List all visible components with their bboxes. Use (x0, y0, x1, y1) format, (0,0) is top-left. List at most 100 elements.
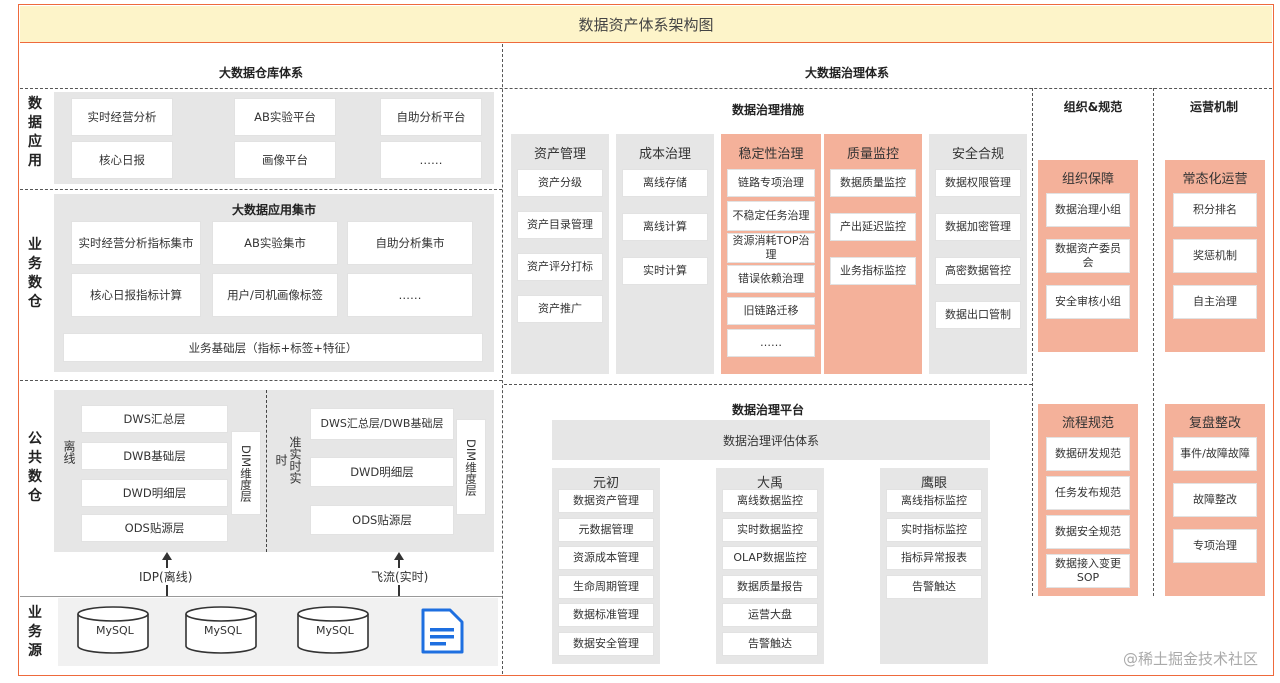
measure-column-title: 安全合规 (951, 147, 1004, 162)
divider-heading (20, 88, 1272, 89)
measures-heading: 数据治理措施 (731, 103, 804, 117)
org-group-item: 数据安全规范 (1047, 516, 1129, 548)
ops-group-item: 自主治理 (1174, 286, 1256, 318)
biz-item: AB实验集市 (213, 222, 337, 264)
divider-source (20, 596, 502, 597)
realtime-layer: DWS汇总层/DWB基础层 (311, 409, 453, 439)
measure-item: 资产评分打标 (518, 254, 602, 280)
biz-item: 核心日报指标计算 (72, 274, 200, 316)
measure-item: 数据权限管理 (936, 170, 1020, 196)
offline-dim-layer: DIM维度层 (232, 432, 260, 514)
measure-item: 离线存储 (623, 170, 707, 196)
tool-item: 元数据管理 (559, 518, 653, 541)
app-item: …… (381, 142, 481, 178)
tool-item: 离线指标监控 (887, 490, 981, 512)
tool-item: OLAP数据监控 (723, 547, 817, 569)
divider-offline-realtime (266, 390, 267, 552)
app-item: 实时经营分析 (72, 99, 172, 135)
tool-item: 数据标准管理 (559, 604, 653, 626)
source-label: 业务源 (28, 605, 42, 659)
measure-item: 实时计算 (623, 258, 707, 284)
diagram-title: 数据资产体系架构图 (20, 6, 1272, 43)
org-group-item: 数据资产委员会 (1047, 240, 1129, 272)
offline-layer: ODS贴源层 (82, 515, 227, 541)
warehouse-heading: 大数据仓库体系 (218, 66, 303, 80)
biz-item: 用户/司机画像标签 (213, 274, 337, 316)
org-group-title: 组织保障 (1061, 172, 1114, 187)
app-item: AB实验平台 (235, 99, 335, 135)
measure-item: 数据加密管理 (936, 214, 1020, 240)
tool-title: 大禹 (756, 476, 783, 491)
tool-item: 指标异常报表 (887, 547, 981, 569)
tool-item: 生命周期管理 (559, 575, 653, 598)
ops-group-title: 常态化运营 (1182, 172, 1248, 187)
measure-item: 数据质量监控 (831, 170, 915, 196)
ops-group-item: 积分排名 (1174, 194, 1256, 226)
offline-layer: DWB基础层 (82, 443, 227, 469)
measure-item: 链路专项治理 (728, 170, 814, 196)
realtime-layer: ODS贴源层 (311, 506, 453, 534)
org-group-item: 任务发布规范 (1047, 477, 1129, 509)
measure-item: 不稳定任务治理 (728, 202, 814, 230)
org-group-item: 数据接入变更SOP (1047, 555, 1129, 587)
biz-item: …… (348, 274, 472, 316)
tool-item: 运营大盘 (723, 604, 817, 626)
tool-item: 资源成本管理 (559, 547, 653, 569)
arrow-up-icon (162, 552, 172, 560)
public-label: 公共数仓 (28, 431, 42, 504)
measure-item: 旧链路迁移 (728, 298, 814, 324)
database-label: MySQL (96, 624, 134, 637)
measure-item: 资源消耗TOP治理 (728, 234, 814, 262)
document-icon (421, 608, 464, 654)
divider-apps (20, 189, 502, 190)
divider-org (1032, 88, 1033, 596)
measure-column-title: 质量监控 (846, 147, 899, 162)
ops-group-item: 专项治理 (1174, 530, 1256, 562)
measure-item: 业务指标监控 (831, 258, 915, 284)
tool-item: 告警触达 (723, 632, 817, 655)
divider-ops (1153, 88, 1154, 596)
governance-heading: 大数据治理体系 (804, 66, 889, 80)
measure-item: 资产分级 (518, 170, 602, 196)
org-group-item: 安全审核小组 (1047, 286, 1129, 318)
database-icon (297, 606, 369, 654)
measure-item: 资产目录管理 (518, 212, 602, 238)
app-item: 画像平台 (235, 142, 335, 178)
tool-title: 鹰眼 (920, 476, 947, 491)
measure-item: …… (728, 330, 814, 356)
tool-item: 告警触达 (887, 575, 981, 598)
measure-column-title: 稳定性治理 (738, 147, 804, 162)
measure-column-title: 资产管理 (533, 147, 586, 162)
platform-heading: 数据治理平台 (731, 403, 804, 417)
biz-label: 业务数仓 (28, 237, 42, 310)
watermark: @稀土掘金技术社区 (1122, 650, 1258, 668)
offline-layer: DWD明细层 (82, 480, 227, 506)
divider-measures (504, 384, 1032, 385)
arrow-up-icon (394, 552, 404, 560)
app-item: 自助分析平台 (381, 99, 481, 135)
ops-group-item: 事件/故障故障 (1174, 438, 1256, 470)
tool-item: 离线数据监控 (723, 490, 817, 512)
org-group-title: 流程规范 (1061, 416, 1114, 431)
tool-item: 数据资产管理 (559, 490, 653, 512)
ops-group-title: 复盘整改 (1188, 416, 1241, 431)
flow-right-label: 飞流(实时) (368, 568, 432, 585)
flow-left-label: IDP(离线) (136, 568, 196, 585)
database-icon (185, 606, 257, 654)
measure-item: 数据出口管制 (936, 302, 1020, 328)
org-group-item: 数据治理小组 (1047, 194, 1129, 226)
biz-item: 实时经营分析指标集市 (72, 222, 200, 264)
offline-label: 离线 (62, 440, 76, 464)
app-item: 核心日报 (72, 142, 172, 178)
database-icon (77, 606, 149, 654)
realtime-dim-layer: DIM维度层 (457, 420, 485, 514)
divider-biz (20, 380, 502, 381)
realtime-label: 准实时实时 (274, 436, 302, 484)
ops-group-item: 故障整改 (1174, 484, 1256, 516)
biz-item: 自助分析集市 (348, 222, 472, 264)
biz-base-layer: 业务基础层（指标+标签+特征） (64, 334, 482, 361)
tool-item: 数据安全管理 (559, 632, 653, 655)
offline-layer: DWS汇总层 (82, 406, 227, 432)
ops-group-item: 奖惩机制 (1174, 240, 1256, 272)
tool-item: 实时数据监控 (723, 518, 817, 541)
